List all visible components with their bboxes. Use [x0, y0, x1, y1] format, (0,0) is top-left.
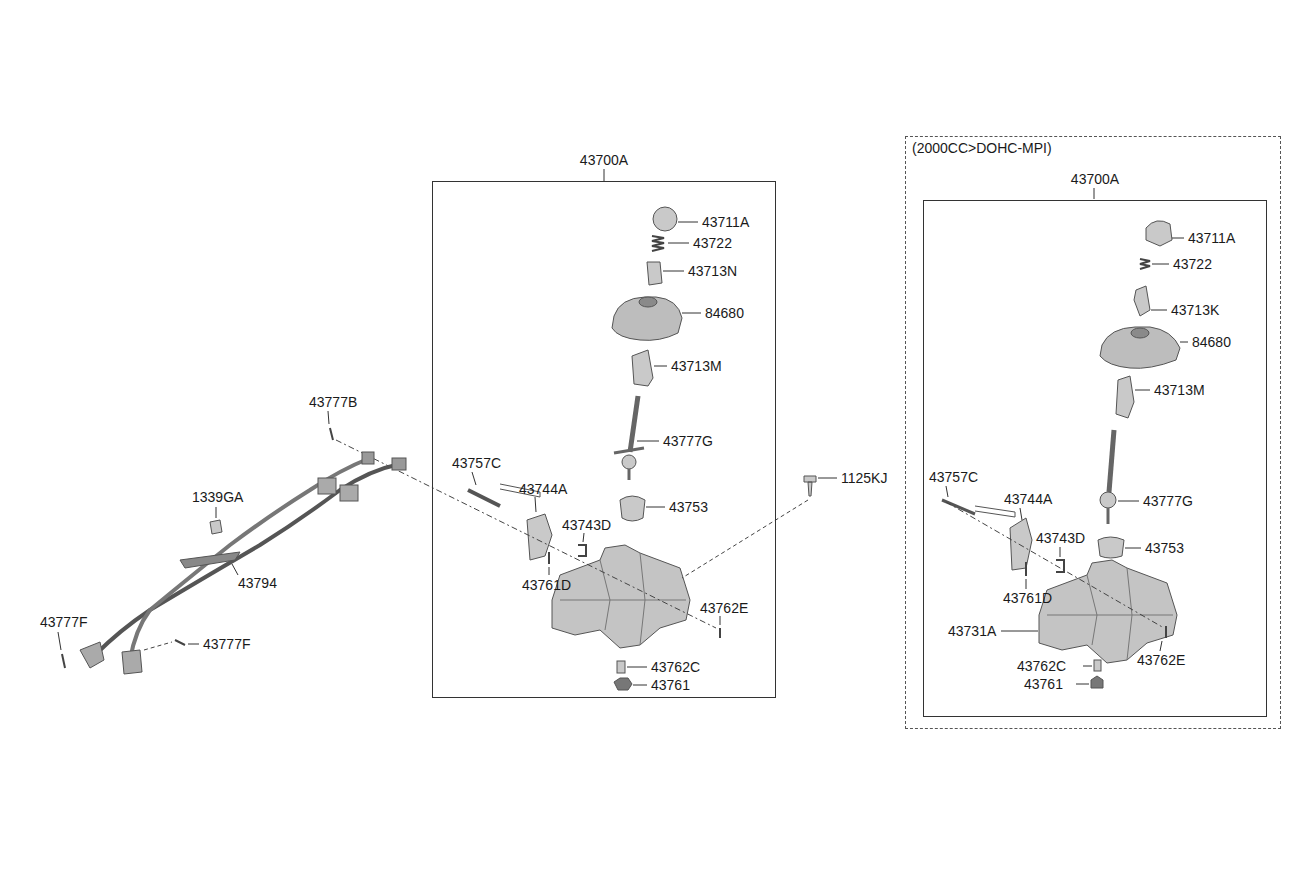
callout-number: 43744A — [519, 481, 567, 497]
callout-number: 43762C — [651, 659, 700, 675]
callout-number: 1125KJ — [841, 470, 887, 486]
callout-number: 43753 — [1145, 540, 1184, 556]
callout-number: 43762E — [700, 600, 748, 616]
callout-number: 43743D — [562, 517, 611, 533]
callout-number: 43753 — [669, 499, 708, 515]
callout-number: 43777F — [203, 636, 250, 652]
callout-number: 43757C — [929, 469, 978, 485]
callout-number: 1339GA — [192, 489, 243, 505]
callout-number: 43761D — [1003, 590, 1052, 606]
assembly-frame: 43700A — [432, 181, 776, 698]
callout-number: 43761 — [651, 677, 690, 693]
frame-heading: 43700A — [580, 152, 628, 168]
callout-number: 43713M — [671, 358, 722, 374]
assembly-frame: 43700A — [923, 200, 1267, 717]
callout-number: 43761D — [522, 577, 571, 593]
callout-number: 43731A — [948, 623, 996, 639]
assembly-frame: (2000CC>DOHC-MPI) 43700A — [905, 136, 1281, 729]
callout-number: 84680 — [705, 305, 744, 321]
callout-number: 43761 — [1024, 676, 1063, 692]
callout-number: 43757C — [452, 455, 501, 471]
callout-number: 43777F — [40, 614, 87, 630]
callout-number: 43713M — [1154, 382, 1205, 398]
callout-number: 84680 — [1192, 334, 1231, 350]
callout-number: 43713N — [688, 263, 737, 279]
frame-heading: 43700A — [1071, 171, 1119, 187]
callout-number: 43762C — [1017, 658, 1066, 674]
callout-number: 43743D — [1036, 530, 1085, 546]
callout-number: 43777G — [1143, 493, 1193, 509]
callout-number: 43762E — [1137, 652, 1185, 668]
callout-number: 43722 — [693, 235, 732, 251]
callout-number: 43713K — [1171, 302, 1219, 318]
callout-number: 43794 — [238, 575, 277, 591]
callout-number: 43744A — [1004, 491, 1052, 507]
callout-number: 43777B — [309, 394, 357, 410]
callout-number: 43711A — [1188, 230, 1235, 246]
callout-number: 43722 — [1173, 256, 1212, 272]
frame-heading: (2000CC>DOHC-MPI) — [912, 140, 1052, 156]
callout-number: 43777G — [663, 433, 713, 449]
callout-number: 43711A — [702, 214, 749, 230]
